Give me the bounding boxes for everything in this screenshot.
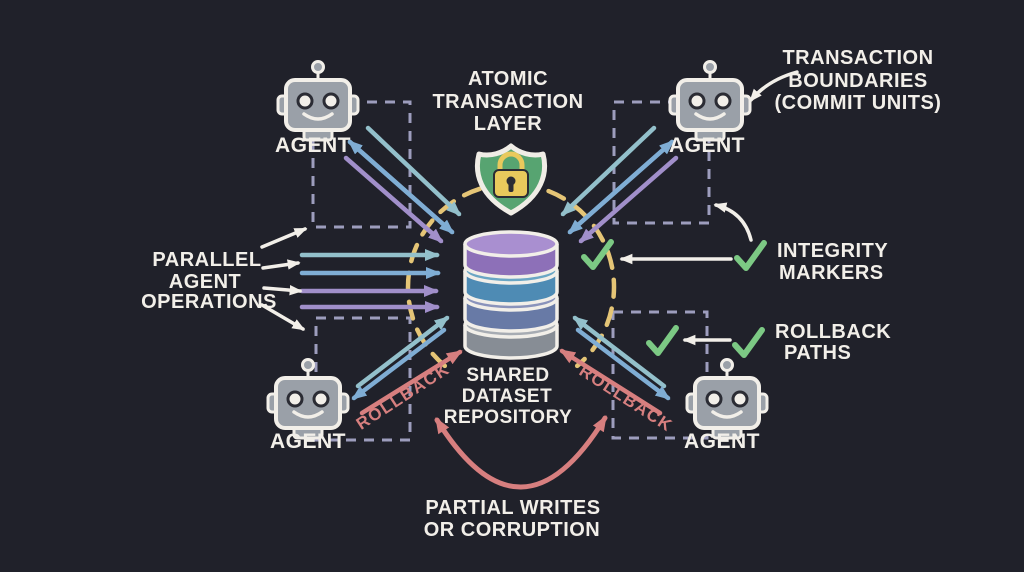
partial-writes-label: PARTIAL WRITES OR CORRUPTION — [424, 497, 601, 541]
integrity-markers-label: INTEGRITY MARKERS — [777, 240, 888, 284]
rollback-paths-label: ROLLBACK PATHS — [775, 321, 891, 364]
rollback-check-in-box — [649, 328, 676, 353]
arrows-top-left — [343, 125, 462, 244]
boundaries-line-2: BOUNDARIES — [788, 70, 927, 92]
fan-arrow-4 — [260, 303, 306, 331]
atomic-line-1: ATOMIC — [468, 68, 548, 90]
agent-robot-top-left — [276, 59, 360, 142]
arrows-top-right — [560, 125, 679, 244]
rollback-paths-line-2: PATHS — [784, 342, 851, 364]
rollback-paths-line-1: ROLLBACK — [775, 321, 891, 343]
parallel-operation-arrows — [299, 249, 441, 313]
boundaries-line-3: (COMMIT UNITS) — [775, 92, 942, 114]
agent-label-bottom-right: AGENT — [684, 430, 760, 453]
agent-label-bottom-left: AGENT — [270, 430, 346, 453]
commit-unit-boxes — [311, 100, 711, 442]
rollback-arrow-label-right: ROLLBACK — [576, 361, 676, 435]
fan-arrow-3 — [262, 284, 303, 296]
annotation-arrows — [260, 70, 799, 346]
transaction-boundaries-label: TRANSACTION BOUNDARIES (COMMIT UNITS) — [775, 47, 942, 114]
repo-line-3: REPOSITORY — [444, 407, 573, 428]
arrows-bottom-left — [351, 315, 463, 416]
integrity-check-by-label — [737, 243, 764, 268]
parallel-line-3: OPERATIONS — [141, 291, 277, 313]
agent-label-top-right: AGENT — [669, 134, 745, 157]
atomic-line-3: LAYER — [474, 113, 543, 135]
agent-robot-bottom-left — [266, 357, 350, 440]
shield-lock-icon — [474, 143, 548, 216]
transaction-boundaries-arrow — [749, 70, 799, 102]
agent-robot-top-right — [668, 59, 752, 142]
agent-robot-bottom-right — [685, 357, 769, 440]
fan-arrow-1 — [260, 227, 308, 249]
rollback-check-by-label — [735, 330, 762, 355]
fan-arrow-2 — [261, 259, 301, 270]
commit-box-top-left — [311, 100, 412, 229]
partial-line-2: OR CORRUPTION — [424, 519, 601, 541]
repo-line-1: SHARED — [466, 365, 549, 386]
integrity-curved-arrow — [713, 202, 753, 242]
agent-label-top-left: AGENT — [275, 134, 351, 157]
repo-line-2: DATASET — [462, 386, 552, 407]
atomic-transaction-layer-label: ATOMIC TRANSACTION LAYER — [432, 68, 583, 135]
atomic-layer-ring — [405, 181, 617, 369]
parallel-line-2: AGENT — [169, 271, 242, 293]
integrity-line-2: MARKERS — [779, 262, 884, 284]
database-icon — [463, 230, 559, 360]
parallel-line-1: PARALLEL — [152, 249, 261, 271]
partial-line-1: PARTIAL WRITES — [425, 497, 600, 519]
boundaries-line-1: TRANSACTION — [782, 47, 933, 69]
arrows-bottom-right — [559, 315, 671, 416]
partial-writes-arc — [434, 415, 608, 490]
repository-label: SHARED DATASET REPOSITORY — [444, 365, 573, 428]
integrity-line-1: INTEGRITY — [777, 240, 888, 262]
parallel-operations-label: PARALLEL AGENT OPERATIONS — [141, 249, 277, 313]
atomic-line-2: TRANSACTION — [432, 91, 583, 113]
